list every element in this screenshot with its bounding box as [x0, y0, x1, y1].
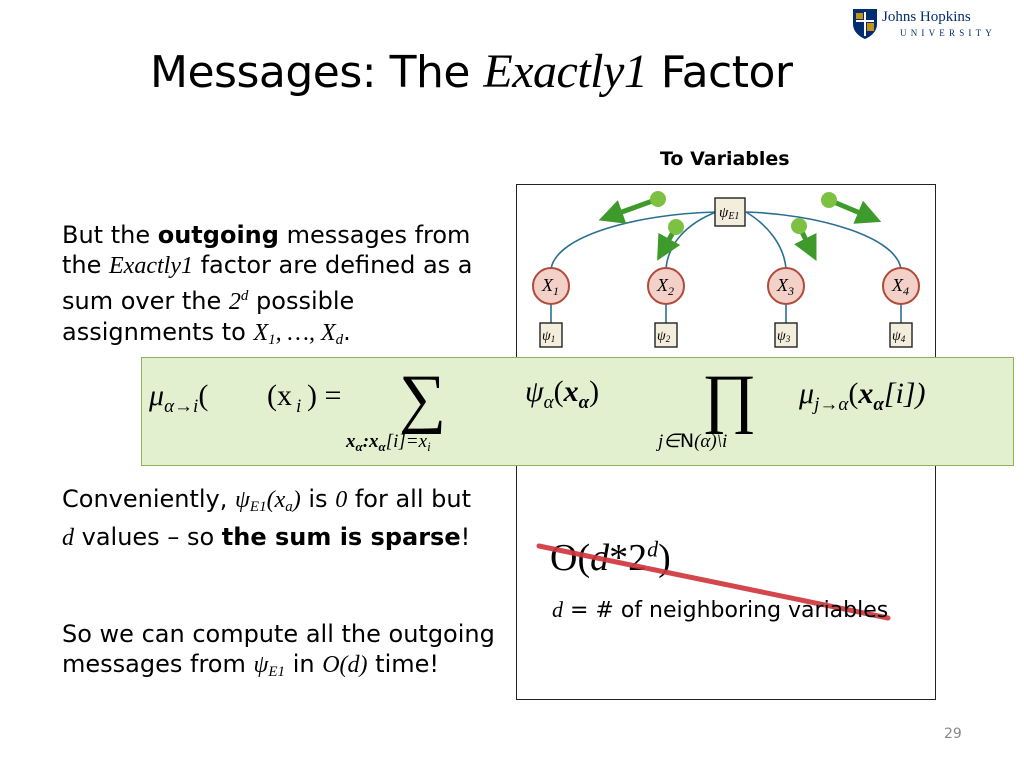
svg-text:ψ3: ψ3	[777, 329, 791, 344]
unary-factor-psi2: ψ2	[654, 322, 678, 348]
para2-text: values – so	[74, 523, 222, 551]
complexity-open: O(	[550, 537, 591, 579]
note-text: = # of neighboring variables	[563, 598, 889, 623]
para1-math-sub: 1	[268, 332, 276, 348]
title-emphasis: Exactly1	[483, 45, 648, 98]
svg-text:X4: X4	[891, 275, 909, 298]
equation-lhs-close: ) =	[307, 379, 341, 412]
svg-text:ψ4: ψ4	[892, 329, 906, 344]
page-number: 29	[944, 726, 962, 742]
equation-psi: ψα(xα)	[525, 375, 599, 413]
para2-math: (x	[266, 487, 286, 513]
para3-math-sub: E1	[268, 664, 286, 680]
unary-factor-psi4: ψ4	[889, 322, 913, 348]
svg-text:X2: X2	[656, 275, 674, 298]
para1-text: factor are defined as a sum over the	[62, 251, 473, 315]
message-dot	[650, 191, 666, 207]
equation-lhs: μα→i(i	[148, 379, 208, 417]
equation-box	[141, 357, 1014, 466]
svg-text:X1: X1	[541, 275, 559, 298]
diagram-caption: To Variables	[660, 148, 790, 170]
para3-text: in	[285, 650, 323, 678]
para1-math: 2	[228, 289, 241, 315]
factor-node-exactly1	[714, 197, 746, 227]
message-dot	[821, 192, 837, 208]
variable-node-x3: X3	[767, 267, 805, 305]
svg-text:ψ2: ψ2	[657, 329, 671, 344]
shield-icon	[853, 9, 877, 39]
product-subscript: j∈N(α)\i	[655, 430, 727, 452]
title-suffix: Factor	[647, 47, 793, 98]
message-dot	[668, 219, 684, 235]
edge-e1-x4	[745, 211, 902, 270]
complexity-close: )	[658, 537, 671, 579]
para3-text: So we can compute all the outgoing messa…	[62, 620, 495, 678]
title-prefix: Messages: The	[150, 47, 484, 98]
para2-math: )	[292, 487, 301, 513]
logo-subtitle: UNIVERSITY	[900, 28, 996, 38]
product-symbol: ∏	[702, 362, 756, 435]
note-variable: d	[552, 597, 563, 622]
complexity-times-two: *2	[609, 537, 648, 579]
neighbor-definition: d = # of neighboring variables	[552, 597, 888, 623]
equation-rhs: μj→α(xα[i])	[798, 377, 926, 415]
para2-math-sub: a	[285, 499, 293, 515]
variable-node-x4: X4	[882, 267, 920, 305]
para2-math: 0	[335, 487, 348, 513]
para1-text: possible assignments to	[62, 287, 355, 346]
edge-e1-x2	[665, 211, 717, 270]
equation-lhs-arg: (x	[267, 379, 292, 412]
edge-e1-x1	[550, 211, 717, 270]
message-arrow	[598, 196, 659, 224]
strikethrough-line	[536, 543, 891, 621]
para2-text: Conveniently,	[62, 485, 236, 513]
para2-bold: the sum is sparse	[221, 523, 461, 551]
paragraph-linear-time: So we can compute all the outgoing messa…	[62, 619, 502, 687]
complexity-exponent: d	[647, 536, 659, 562]
variable-node-x1: X1	[532, 267, 570, 305]
logo-name: Johns Hopkins	[882, 9, 971, 25]
para1-math: X	[253, 320, 269, 346]
factor-label: ψE1	[719, 205, 739, 222]
unary-factor-psi1: ψ1	[539, 322, 563, 348]
sum-subscript: xα:xα[i]=xi	[345, 431, 431, 454]
para1-text: But the	[62, 221, 158, 249]
para1-math: , …, X	[275, 320, 336, 346]
variable-node-x2: X2	[647, 267, 685, 305]
para1-math-sub: d	[335, 332, 344, 348]
slide-title: Messages: The Exactly1 Factor	[150, 44, 793, 99]
equation-lhs-arg-sub: i	[296, 396, 301, 417]
para1-text: .	[343, 318, 351, 346]
para2-math: ψ	[235, 487, 250, 513]
para3-text: time!	[367, 650, 440, 678]
para1-bold: outgoing	[157, 221, 279, 249]
para1-math: Exactly1	[109, 253, 193, 279]
university-logo: Johns Hopkins UNIVERSITY	[852, 8, 1022, 42]
svg-text:ψ1: ψ1	[542, 329, 555, 344]
para2-math: d	[62, 525, 74, 551]
message-dot	[791, 218, 807, 234]
para3-math: O(d)	[322, 652, 368, 678]
factor-graph: ψE1 X1 X2 X3 X4 ψ1 ψ2 ψ3 ψ4	[532, 191, 920, 348]
para1-text: messages from the	[62, 221, 471, 279]
svg-text:X3: X3	[776, 275, 794, 298]
para2-text: is	[300, 485, 336, 513]
para2-text: !	[460, 523, 471, 551]
para1-math-sup: d	[240, 288, 249, 304]
sum-symbol: ∑	[399, 362, 446, 435]
unary-factor-psi3: ψ3	[774, 322, 798, 348]
paragraph-outgoing-messages: But the outgoing messages from the Exact…	[62, 220, 502, 355]
para2-text: for all but	[347, 485, 471, 513]
para3-math: ψ	[253, 652, 269, 678]
para2-math-sub: E1	[249, 499, 267, 515]
edge-e1-x3	[745, 211, 787, 270]
message-equation: μα→i(i (x i ) = ∑ xα:xα[i]=xi ψα(xα) ∏ j…	[148, 362, 926, 454]
paragraph-sparse-sum: Conveniently, ψE1(xa) is 0 for all but d…	[62, 484, 482, 553]
